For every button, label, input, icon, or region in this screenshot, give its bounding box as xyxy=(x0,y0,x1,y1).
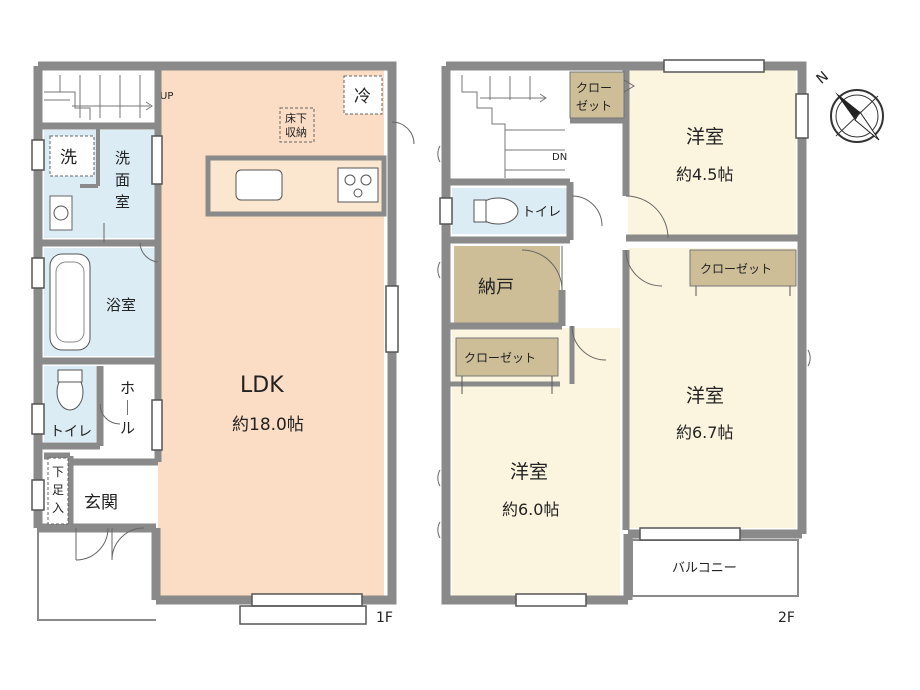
washroom-label-2: 面 xyxy=(115,171,130,189)
shoe-storage-label-1: 下 xyxy=(52,465,64,479)
entrance-label: 玄関 xyxy=(84,493,118,513)
room-a-size: 約4.5帖 xyxy=(676,165,733,184)
balcony xyxy=(631,539,799,597)
shoe-storage-label-3: 入 xyxy=(52,501,64,515)
room-a-floor xyxy=(628,70,796,236)
sink xyxy=(49,195,73,231)
compass-icon xyxy=(830,89,884,143)
toilet-1f-label: トイレ xyxy=(50,424,92,440)
kitchen-sink-icon xyxy=(235,169,283,201)
room-a-name: 洋室 xyxy=(686,126,724,148)
room-c-size: 約6.0帖 xyxy=(502,500,559,519)
room-b-size: 約6.7帖 xyxy=(676,423,733,442)
hall-label-1: ホ xyxy=(120,379,135,397)
fridge-area xyxy=(343,75,383,115)
compass-north-label: N xyxy=(814,69,832,88)
balcony-label: バルコニー xyxy=(672,561,737,576)
room-c-name: 洋室 xyxy=(510,461,548,483)
room-b-floor xyxy=(628,248,796,528)
room-b-name: 洋室 xyxy=(686,385,724,407)
floor-2-label: 2F xyxy=(778,610,795,626)
washer-label: 洗 xyxy=(60,148,77,168)
bath-label: 浴室 xyxy=(106,296,136,314)
closet-small-label-2: ゼット xyxy=(576,99,612,113)
stove-icon xyxy=(337,167,379,203)
washroom-label-1: 洗 xyxy=(115,149,130,167)
ldk-name: LDK xyxy=(240,373,284,398)
stairs-up-label: UP xyxy=(160,91,173,102)
fridge-label: 冷 xyxy=(354,87,371,107)
underfloor-storage xyxy=(279,107,315,143)
washer-area xyxy=(49,135,95,177)
shoe-storage-label-2: 足 xyxy=(52,483,64,497)
sink-basin-icon xyxy=(53,205,69,221)
closet-c-label: クローゼット xyxy=(464,351,536,365)
stairs-down-label: DN xyxy=(552,152,567,163)
underfloor-label-1: 床下 xyxy=(285,111,307,125)
hall-label-3: ル xyxy=(120,419,135,437)
closet-b xyxy=(689,249,797,287)
bathtub-icon xyxy=(49,253,91,351)
closet-small xyxy=(569,71,625,119)
storage-label: 納戸 xyxy=(478,277,514,298)
closet-b-label: クローゼット xyxy=(700,262,772,276)
toilet-2f-label: トイレ xyxy=(522,205,561,220)
storage-floor xyxy=(454,246,560,324)
ldk-floor xyxy=(158,70,384,596)
closet-c xyxy=(455,337,559,377)
shoe-storage xyxy=(47,457,69,525)
floor-1: UP 洗 洗 面 室 xyxy=(31,61,415,626)
floor-1-label: 1F xyxy=(376,610,393,626)
washroom-label-3: 室 xyxy=(115,193,130,211)
floor-2: DN クロー ゼット クローゼット xyxy=(437,59,811,626)
underfloor-label-2: 収納 xyxy=(285,126,307,139)
closet-small-label-1: クロー xyxy=(576,81,612,95)
hall-label-2: ｜ xyxy=(120,399,135,417)
ldk-size: 約18.0帖 xyxy=(232,415,304,435)
